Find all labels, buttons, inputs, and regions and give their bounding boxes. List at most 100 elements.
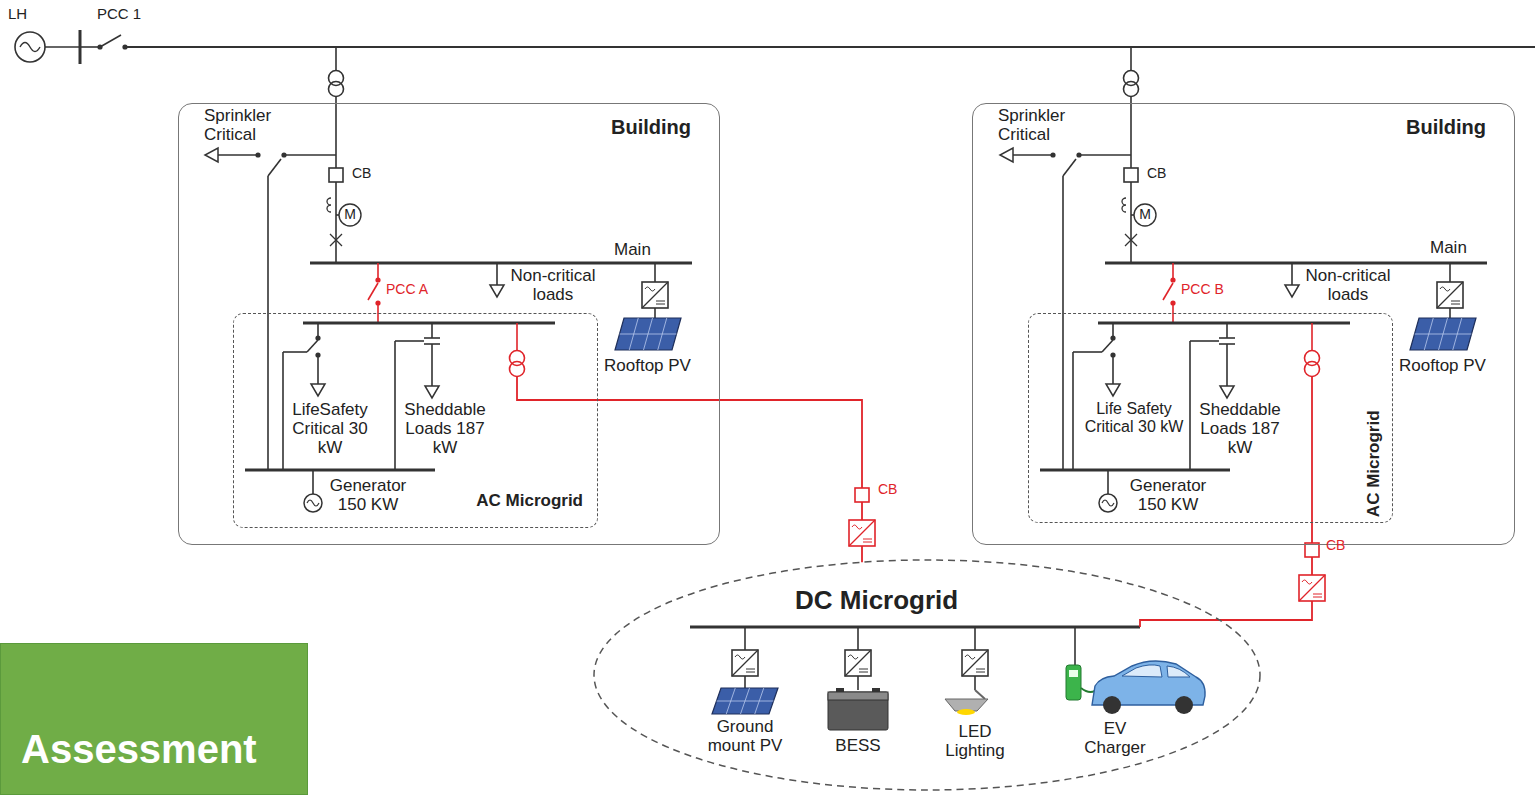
bus-bar — [1040, 469, 1230, 472]
bus-bar — [1105, 262, 1487, 265]
component-label: Generator 150 KW — [1123, 476, 1213, 514]
pv-cell-line — [717, 701, 774, 702]
converter-diagonal — [962, 650, 988, 676]
tie-feeder — [598, 400, 862, 562]
wire — [1107, 470, 1109, 494]
wire — [284, 154, 336, 156]
converter-ac-mark — [1302, 580, 1312, 584]
ev-charger — [1066, 665, 1081, 700]
converter-symbol — [1437, 282, 1463, 308]
converter-dc-mark — [1313, 597, 1322, 598]
component-label: M — [342, 207, 358, 223]
wire — [218, 154, 258, 156]
converter-symbol — [849, 520, 875, 546]
capacitor-plate — [1219, 337, 1235, 339]
converter-dc-mark — [746, 672, 755, 673]
wire — [267, 176, 269, 470]
converter-symbol — [962, 650, 988, 676]
wire — [1449, 308, 1451, 318]
pcc-wire — [377, 263, 379, 279]
wire — [1130, 97, 1132, 168]
component-label: LED Lighting — [940, 722, 1010, 760]
wire — [312, 470, 314, 494]
wire — [1072, 352, 1074, 470]
converter-symbol — [1299, 575, 1325, 601]
wire — [1130, 47, 1132, 71]
wire — [1189, 341, 1191, 470]
wire — [1112, 355, 1114, 384]
converter-diagonal — [642, 282, 668, 308]
switch-blade — [100, 35, 121, 47]
transfer-switch-blade — [1102, 340, 1113, 352]
wire — [1013, 154, 1053, 156]
converter-dc-mark — [859, 669, 868, 670]
tie-wire — [1311, 377, 1313, 522]
converter-ac-mark — [735, 655, 745, 659]
current-transformer — [1122, 198, 1126, 212]
converter-dc-mark — [976, 669, 985, 670]
wire — [317, 323, 319, 337]
generator-symbol — [304, 494, 322, 512]
region-title: Building — [611, 116, 691, 139]
assessment-tab: Assessment — [0, 643, 308, 795]
component-label: LH — [8, 6, 27, 23]
component-label: Rooftop PV — [604, 356, 691, 375]
pcc-wire — [1172, 263, 1174, 279]
region-title: Building — [1406, 116, 1486, 139]
switch-contact — [315, 335, 320, 340]
transfer-switch-blade — [1063, 159, 1076, 176]
region-title: AC Microgrid — [476, 491, 583, 511]
wire — [335, 97, 337, 168]
converter-dc-mark — [863, 539, 872, 540]
current-transformer — [327, 198, 331, 212]
wire — [974, 676, 976, 690]
tie-wire — [1140, 620, 1219, 627]
converter-ac-mark — [1440, 287, 1450, 291]
generator-sine — [1102, 500, 1114, 506]
wire — [654, 263, 656, 282]
component-label: Sprinkler Critical — [204, 106, 284, 144]
component-label: PCC 1 — [97, 6, 141, 23]
component-label: CB — [352, 166, 371, 182]
bus-bar — [245, 469, 435, 472]
region-title: DC Microgrid — [795, 586, 958, 616]
building-box: BuildingAC Microgrid — [972, 103, 1515, 545]
converter-dc-mark — [859, 672, 868, 673]
battery-top — [828, 692, 888, 700]
transformer-winding — [510, 362, 525, 377]
converter-diagonal — [1299, 575, 1325, 601]
component-label: CB — [1326, 538, 1345, 554]
load-symbol — [1220, 386, 1234, 398]
pv-panel — [1410, 318, 1476, 350]
battery — [828, 692, 888, 730]
transformer-winding — [1124, 82, 1139, 97]
pv-panel — [615, 318, 681, 350]
converter-ac-mark — [645, 287, 655, 291]
switch-contact — [1110, 335, 1115, 340]
converter-ac-mark — [852, 525, 862, 529]
load-symbol — [490, 285, 504, 297]
converter-dc-mark — [1451, 304, 1460, 305]
converter-diagonal — [849, 520, 875, 546]
car-wheel — [1103, 696, 1121, 714]
tie-wire — [516, 323, 518, 351]
component-label: CB — [878, 482, 897, 498]
dc-microgrid-region: DC Microgrid — [592, 558, 1262, 792]
pcc-switch-blade — [368, 283, 378, 300]
converter-symbol — [732, 650, 758, 676]
component-label: Main — [614, 240, 651, 259]
converter-symbol — [845, 650, 871, 676]
dc-bus — [690, 626, 1140, 629]
converter-symbol — [642, 282, 668, 308]
wire — [654, 308, 656, 318]
component-label: Non-critical loads — [503, 266, 603, 304]
wire — [394, 341, 396, 470]
wire — [80, 46, 100, 48]
tie-feeder — [1219, 523, 1312, 620]
car-wheel — [1175, 696, 1193, 714]
wire — [431, 323, 433, 338]
wire — [1226, 323, 1228, 338]
wire — [1079, 154, 1131, 156]
load-symbol — [1285, 285, 1299, 297]
